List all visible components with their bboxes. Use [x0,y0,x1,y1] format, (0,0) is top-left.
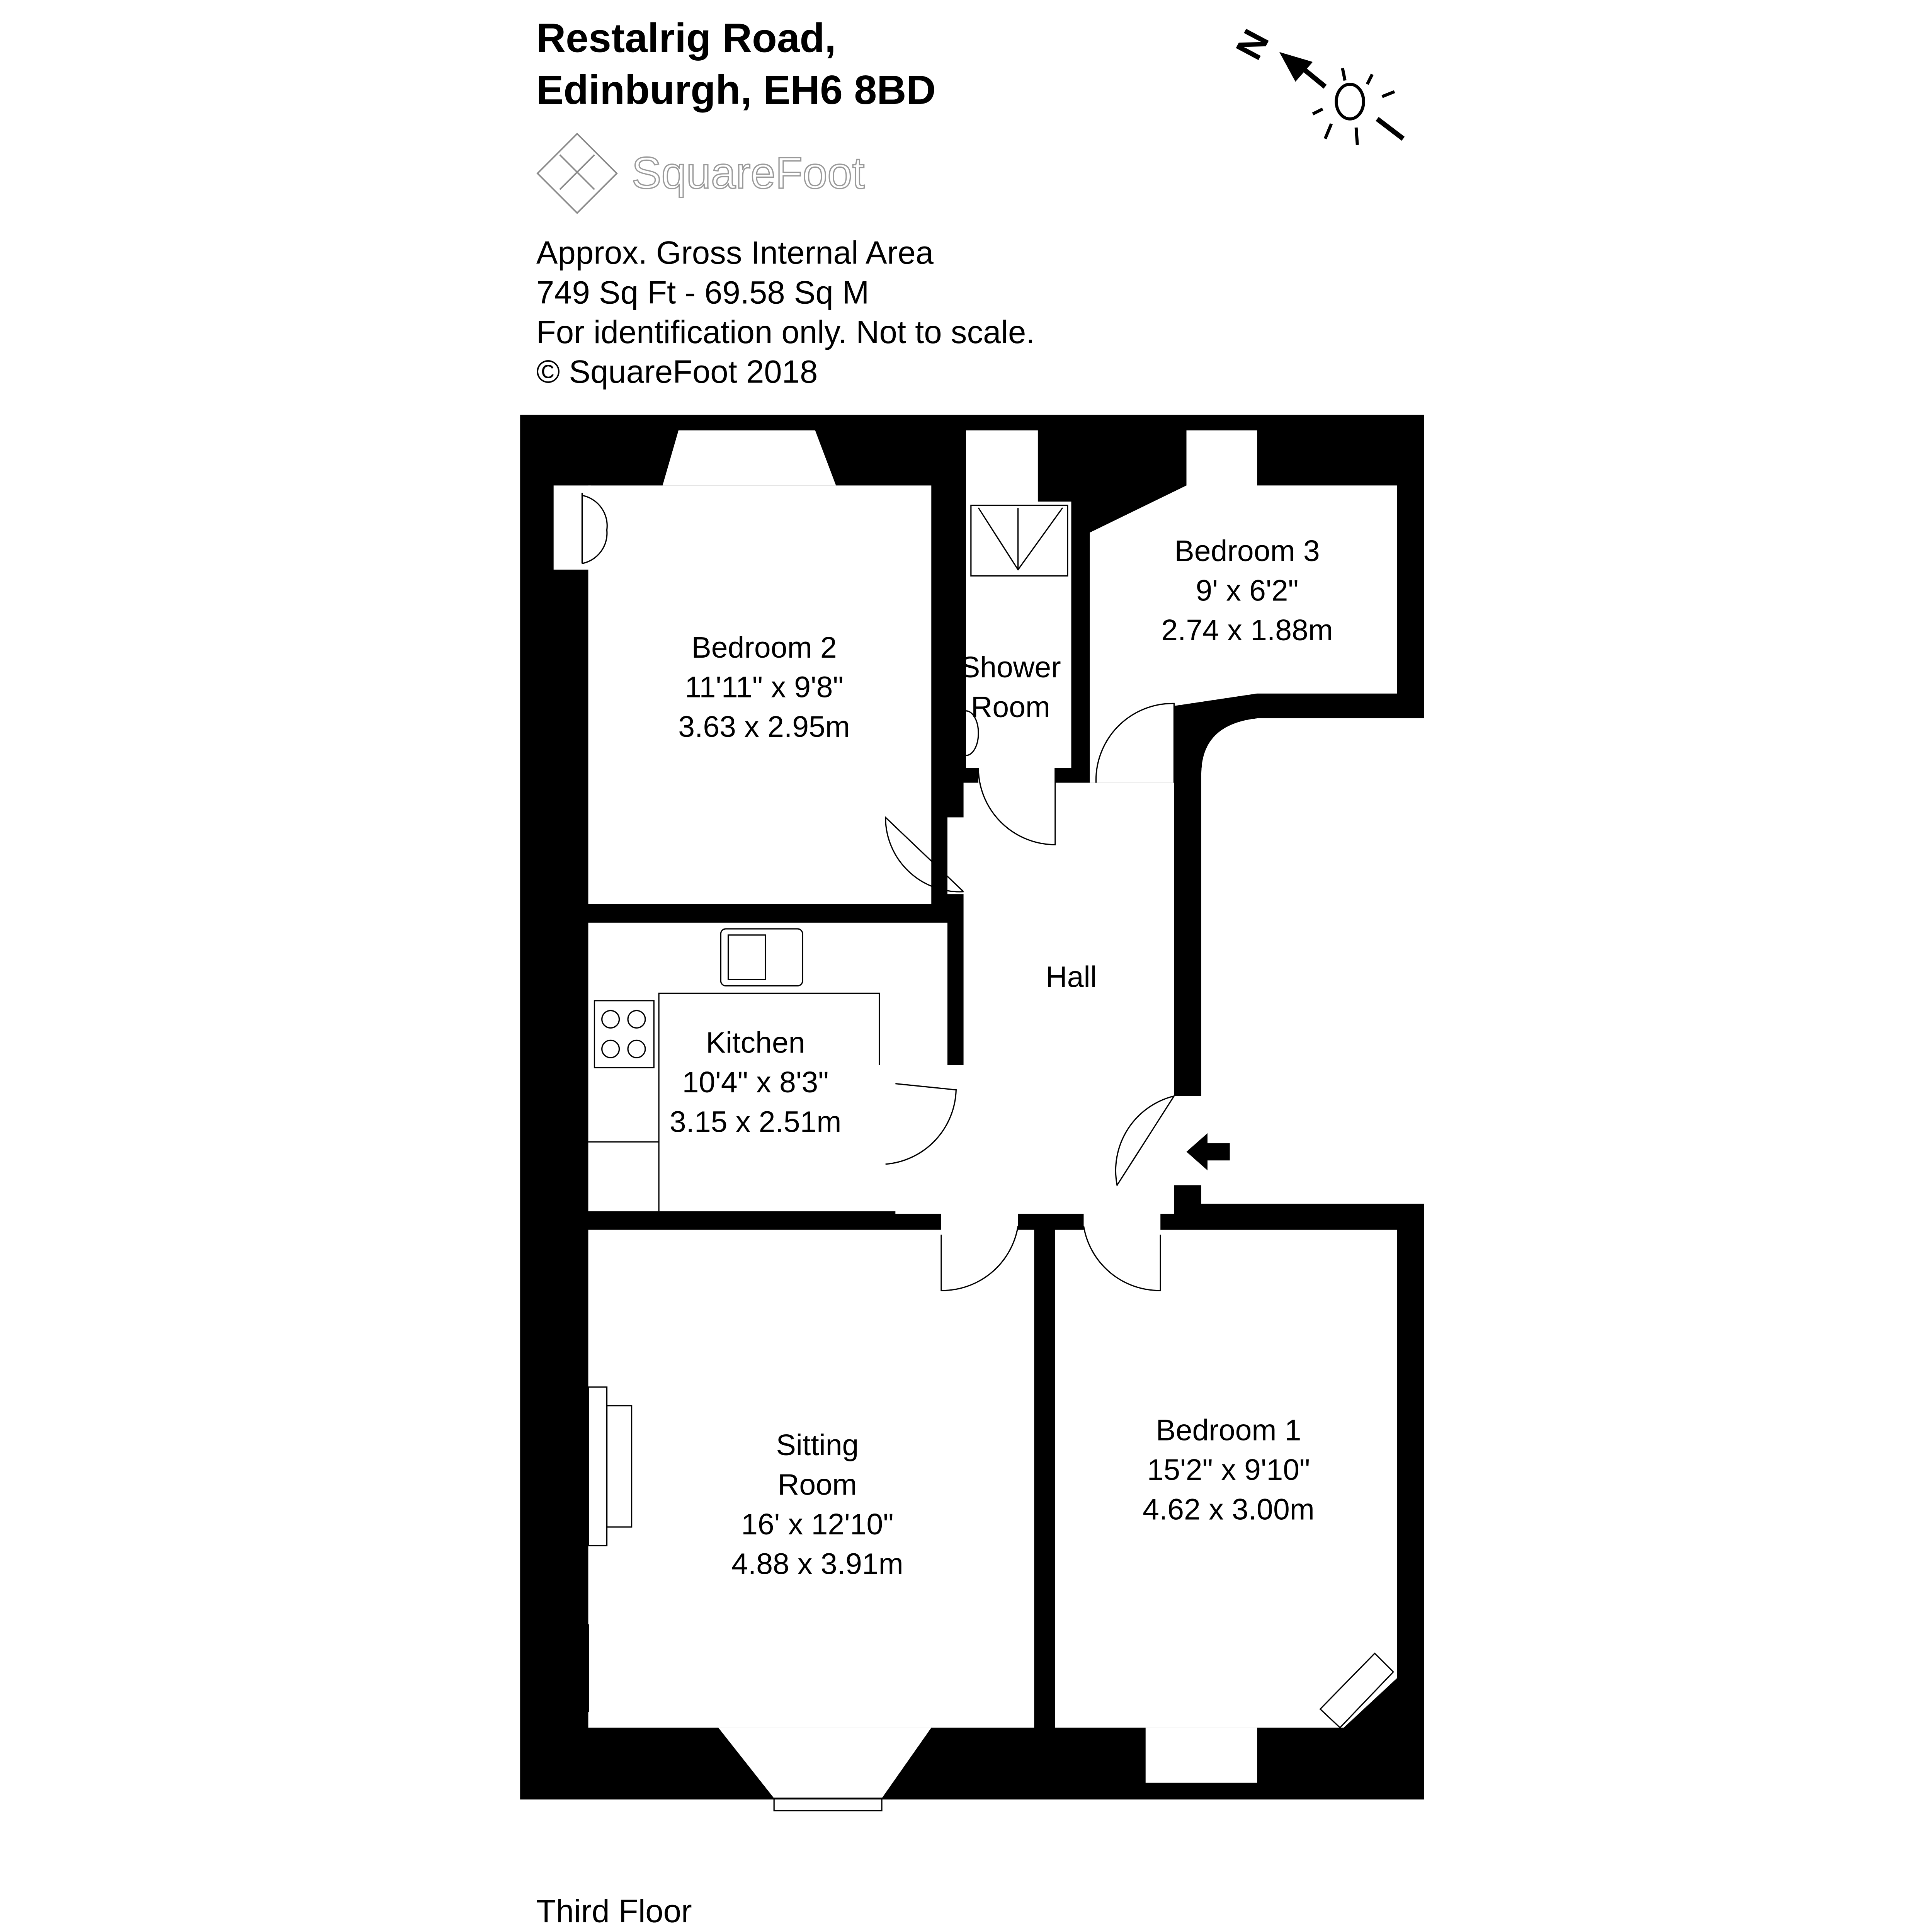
room-bedroom2: Bedroom 2 11'11" x 9'8" 3.63 x 2.95m [678,631,850,743]
address-line-1: Restalrig Road, [536,15,836,61]
sitting-imperial: 16' x 12'10" [741,1508,893,1541]
info-area-label: Approx. Gross Internal Area [536,235,934,271]
kitchen-metric: 3.15 x 2.51m [670,1105,842,1138]
bedroom2-metric: 3.63 x 2.95m [678,710,850,743]
compass: N [1228,23,1405,145]
washbasin-icon [953,710,979,756]
north-arrow-icon [1279,52,1327,89]
door-bedroom3 [1095,702,1175,783]
hall-name: Hall [1046,960,1097,993]
info-area-value: 749 Sq Ft - 69.58 Sq M [536,274,869,310]
windows [678,417,1258,1811]
room-floors [553,430,1397,1798]
room-kitchen: Kitchen 10'4" x 8'3" 3.15 x 2.51m [670,1026,842,1138]
address-line-2: Edinburgh, EH6 8BD [536,67,936,113]
squarefoot-logo: SquareFoot [536,133,865,214]
fixtures [553,505,1395,1729]
sun-icon [1312,68,1405,145]
window-shower [965,417,1039,430]
bedroom1-metric: 4.62 x 3.00m [1143,1493,1315,1526]
info-copyright: © SquareFoot 2018 [536,354,818,389]
kitchen-imperial: 10'4" x 8'3" [682,1066,829,1099]
shower-name-1: Shower [960,651,1061,684]
window-bedroom2 [678,417,816,430]
bedroom1-fireplace-icon [1319,1652,1395,1729]
north-label: N [1228,23,1277,66]
shower-name-2: Room [971,690,1050,724]
sitting-name-1: Sitting [776,1429,859,1462]
kitchen-worktop [658,992,880,1211]
window-sitting-bay [773,1798,883,1811]
floor-label: Third Floor [536,1893,692,1929]
sitting-cupboard [553,1624,589,1713]
info-disclaimer: For identification only. Not to scale. [536,314,1035,350]
door-shower [978,768,1056,845]
hob-icon [594,1000,655,1068]
door-bedroom2 [885,816,964,893]
room-shower: Shower Room [960,651,1061,724]
bedroom1-imperial: 15'2" x 9'10" [1147,1453,1310,1486]
logo-mark-icon [536,133,618,214]
bedroom2-imperial: 11'11" x 9'8" [685,670,843,704]
sink-icon [720,928,803,986]
door-sitting [940,1226,1019,1291]
logo-text: SquareFoot [632,148,865,198]
doors [581,493,1175,1291]
window-bedroom1 [1145,1782,1258,1797]
sitting-name-2: Room [778,1468,857,1502]
door-bedroom1 [1083,1226,1161,1291]
entrance-arrow-icon [1186,1133,1230,1170]
bedroom1-name: Bedroom 1 [1156,1414,1301,1447]
door-front [1115,1095,1175,1187]
window-bedroom3 [1185,417,1258,430]
kitchen-name: Kitchen [706,1026,805,1059]
cupboard-doors [581,493,608,564]
bedroom3-metric: 2.74 x 1.88m [1161,614,1333,647]
room-bedroom3: Bedroom 3 9' x 6'2" 2.74 x 1.88m [1161,534,1333,647]
bedroom3-imperial: 9' x 6'2" [1196,574,1298,607]
room-bedroom1: Bedroom 1 15'2" x 9'10" 4.62 x 3.00m [1143,1414,1315,1526]
sitting-metric: 4.88 x 3.91m [731,1548,903,1581]
shower-tray-icon [970,505,1068,577]
bedroom3-name: Bedroom 3 [1174,534,1320,568]
room-sitting: Sitting Room 16' x 12'10" 4.88 x 3.91m [731,1429,903,1581]
door-kitchen [885,1083,957,1165]
bedroom2-name: Bedroom 2 [691,631,837,664]
